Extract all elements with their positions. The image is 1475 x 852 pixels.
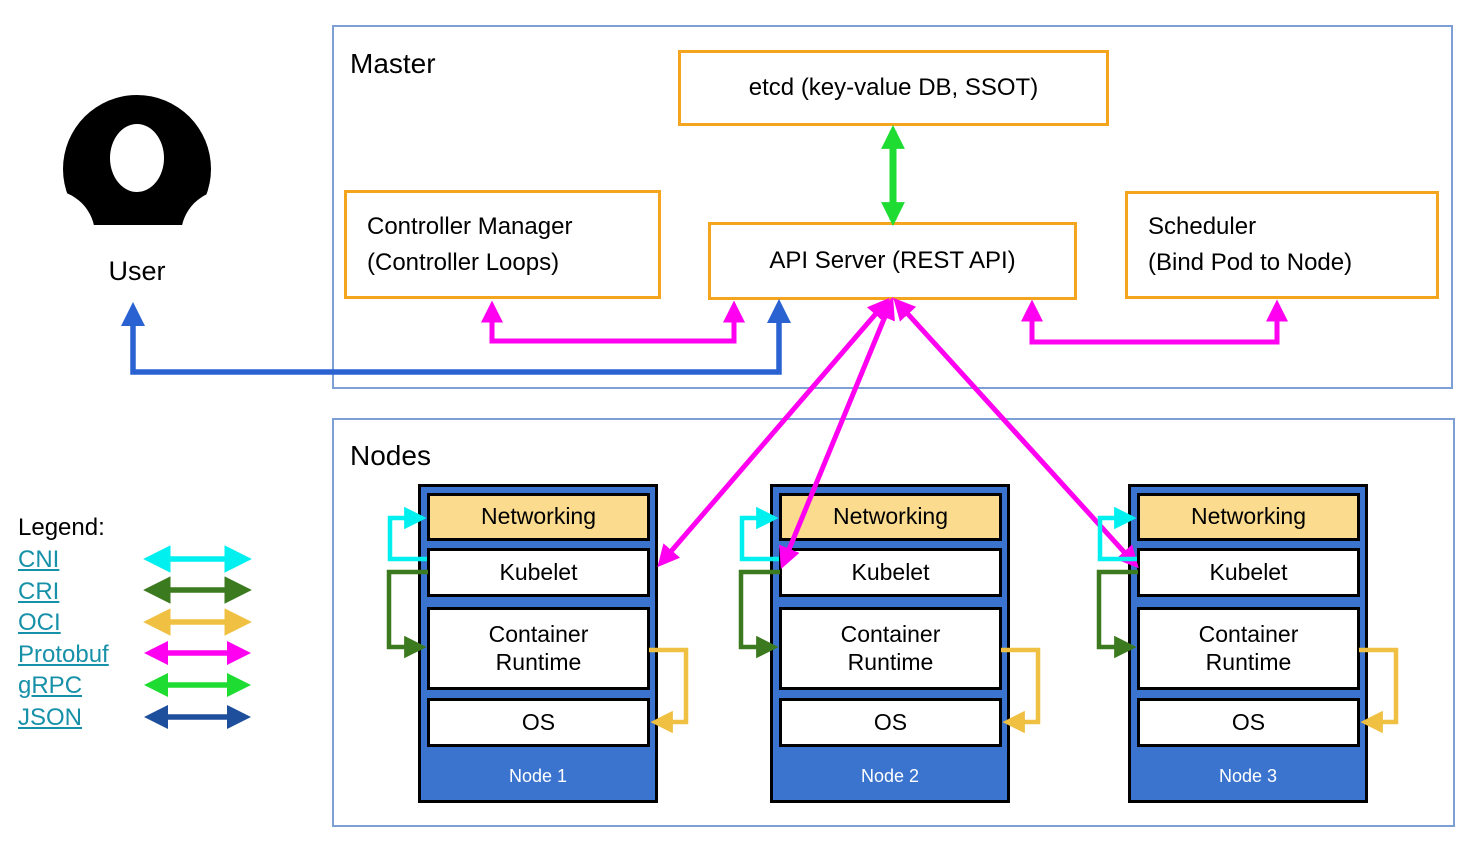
node-2-container-runtime-label: Container Runtime [840, 620, 941, 675]
node-2-networking-box: Networking [779, 493, 1002, 541]
node-2: Networking Kubelet Container Runtime OS … [770, 484, 1010, 803]
node-2-name: Node 2 [860, 766, 920, 786]
node-1-container-runtime-label: Container Runtime [488, 620, 589, 675]
node-1-kubelet-label: Kubelet [499, 558, 578, 585]
node-1-name: Node 1 [508, 766, 568, 786]
node-2-kubelet-label: Kubelet [851, 558, 930, 585]
controller-manager-label: Controller Manager [367, 212, 573, 240]
node-3-name: Node 3 [1218, 766, 1278, 786]
controller-manager-sublabel: (Controller Loops) [367, 248, 560, 276]
scheduler-sublabel: (Bind Pod to Node) [1148, 249, 1353, 276]
node-2-container-runtime-box: Container Runtime [779, 607, 1002, 690]
node-1: Networking Kubelet Container Runtime OS … [418, 484, 658, 803]
node-3-os-label: OS [1231, 708, 1266, 735]
etcd-box: etcd (key-value DB, SSOT) [678, 50, 1109, 126]
legend-title: Legend: [18, 514, 105, 541]
user-label: User [108, 256, 166, 286]
node-3-os-box: OS [1137, 698, 1360, 747]
node-2-kubelet-box: Kubelet [779, 548, 1002, 597]
legend-link-json[interactable]: JSON [18, 704, 83, 731]
controller-manager-box: Controller Manager (Controller Loops) [344, 190, 661, 299]
legend-link-protobuf[interactable]: Protobuf [18, 641, 109, 668]
etcd-label: etcd (key-value DB, SSOT) [748, 74, 1039, 101]
node-2-os-box: OS [779, 698, 1002, 747]
node-1-os-box: OS [427, 698, 650, 747]
legend-link-cri[interactable]: CRI [18, 578, 60, 605]
node-3-container-runtime-label: Container Runtime [1198, 620, 1299, 675]
master-title: Master [350, 48, 436, 79]
node-1-networking-box: Networking [427, 493, 650, 541]
node-1-kubelet-box: Kubelet [427, 548, 650, 597]
scheduler-box: Scheduler (Bind Pod to Node) [1125, 191, 1439, 299]
nodes-title: Nodes [350, 440, 431, 471]
node-3-kubelet-label: Kubelet [1209, 558, 1288, 585]
api-server-label: API Server (REST API) [769, 247, 1016, 274]
node-3-kubelet-box: Kubelet [1137, 548, 1360, 597]
node-1-container-runtime-box: Container Runtime [427, 607, 650, 690]
user-avatar-icon [58, 95, 218, 225]
legend-link-cni[interactable]: CNI [18, 546, 60, 573]
api-server-box: API Server (REST API) [708, 222, 1077, 300]
node-1-networking-label: Networking [480, 503, 597, 530]
legend-link-oci[interactable]: OCI [18, 609, 61, 636]
legend-link-grpc[interactable]: gRPC [18, 672, 83, 699]
node-3-networking-label: Networking [1190, 503, 1307, 530]
node-2-networking-label: Networking [832, 503, 949, 530]
scheduler-label: Scheduler [1148, 213, 1257, 240]
node-3: Networking Kubelet Container Runtime OS … [1128, 484, 1368, 803]
node-3-container-runtime-box: Container Runtime [1137, 607, 1360, 690]
node-2-os-label: OS [873, 708, 908, 735]
node-3-networking-box: Networking [1137, 493, 1360, 541]
node-1-os-label: OS [521, 708, 556, 735]
